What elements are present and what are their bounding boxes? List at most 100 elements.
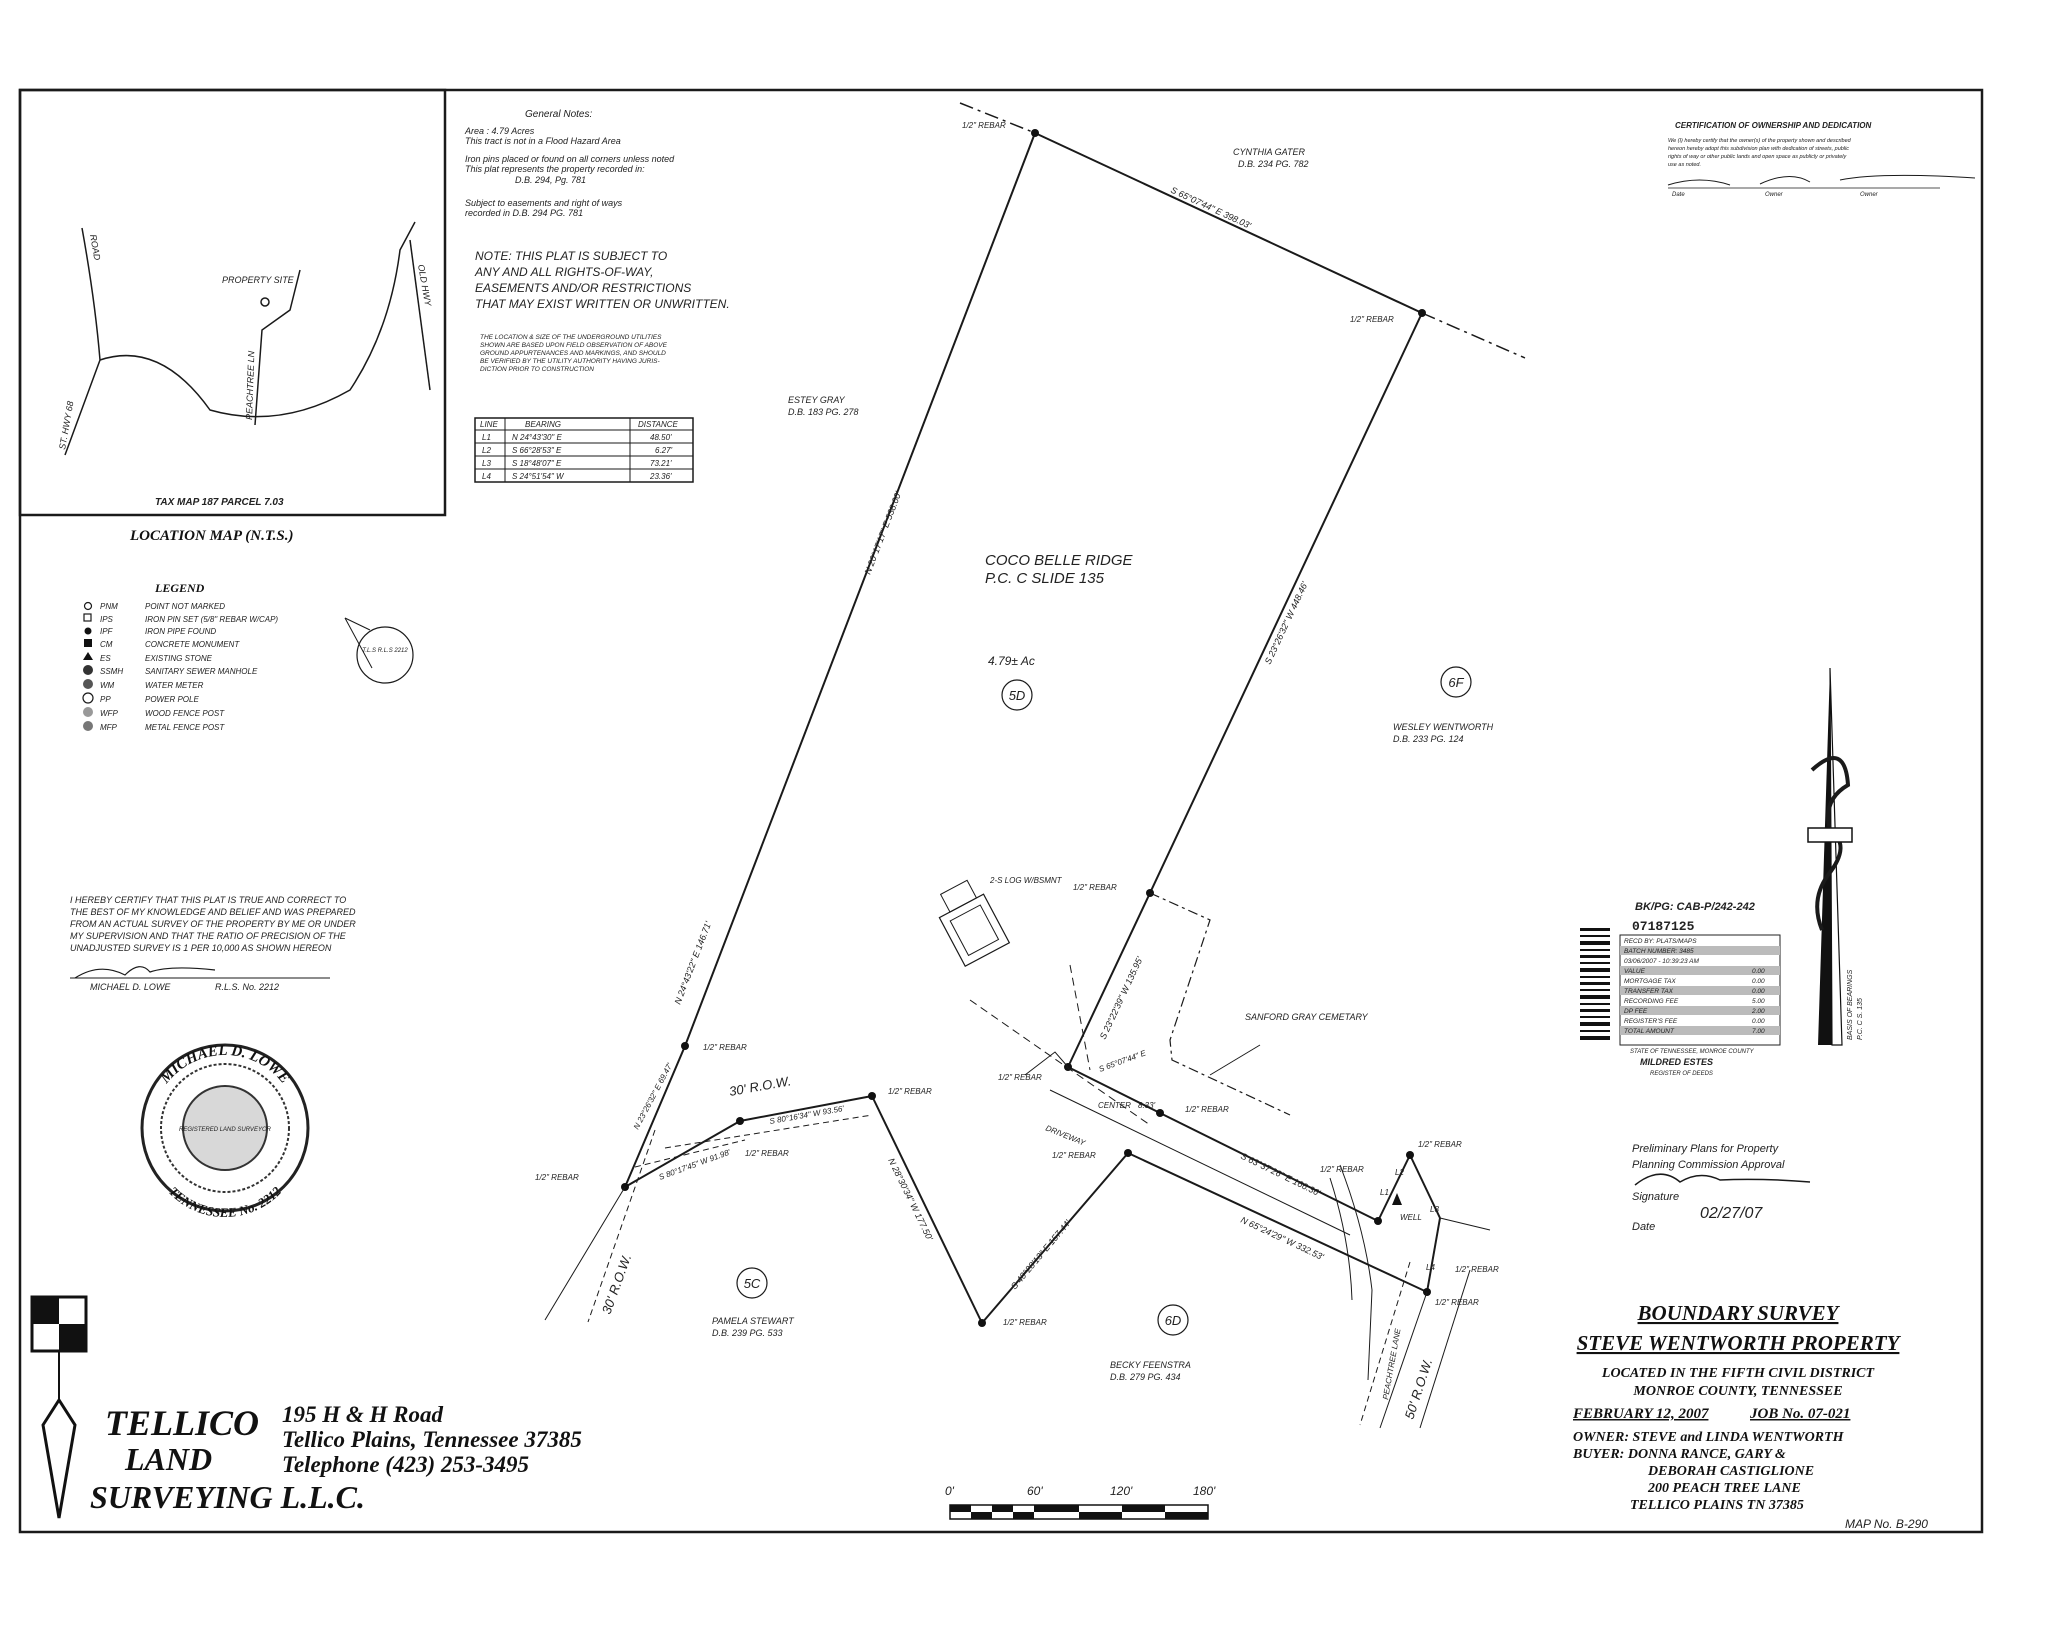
scale-segment <box>1122 1505 1165 1512</box>
rebar-label: 1/2" REBAR <box>1418 1140 1462 1149</box>
notes-line: This tract is not in a Flood Hazard Area <box>465 136 621 146</box>
legend-code: CM <box>100 640 113 649</box>
location-road-peach-label: PEACHTREE LN <box>244 350 256 420</box>
boundary-line-l4 <box>1426 1217 1441 1293</box>
recording-number: 07187125 <box>1632 919 1695 934</box>
scale-segment <box>971 1512 992 1519</box>
recording-row: MORTGAGE TAX <box>1624 978 1676 985</box>
recording-row: RECD BY: PLATS/MAPS <box>1624 938 1697 945</box>
scale-segment <box>992 1505 1013 1512</box>
owner-deed: D.B. 234 PG. 782 <box>1238 159 1309 169</box>
legend-desc: POWER POLE <box>145 695 199 704</box>
planning-line: Preliminary Plans for Property <box>1632 1143 1780 1155</box>
line-table-cell: L4 <box>482 472 491 481</box>
boundary-line-east <box>1149 312 1423 894</box>
legend-code: SSMH <box>100 667 123 676</box>
utility-line: GROUND APPURTENANCES AND MARKINGS, AND S… <box>480 350 666 357</box>
north-arrow: BASIS OF BEARINGS P.C. C S. 135 <box>1807 667 1864 1046</box>
north-arrow-band <box>1807 827 1853 843</box>
seal-outer-ring <box>140 1043 310 1213</box>
recording-row: 03/06/2007 - 10:39:23 AM <box>1624 958 1700 965</box>
boundary-line-l3 <box>1409 1154 1441 1219</box>
peachtree-row-line <box>1419 1269 1471 1429</box>
legend-desc: EXISTING STONE <box>145 654 213 663</box>
rebar-label: 1/2" REBAR <box>1455 1265 1499 1274</box>
map-number: MAP No. B-290 <box>1845 1517 1928 1531</box>
owner-deed: D.B. 279 PG. 434 <box>1110 1372 1181 1382</box>
location-road-left <box>64 227 101 456</box>
road-label: PEACHTREE LANE <box>1381 1327 1402 1400</box>
ipf-symbol-icon <box>84 627 92 635</box>
ownership-line: We (I) hereby certify that the owner(s) … <box>1668 138 1852 144</box>
l-label: L2 <box>1395 1168 1404 1177</box>
recording-amount: 2.00 <box>1751 1008 1765 1015</box>
legend-desc: WATER METER <box>145 681 204 690</box>
legend-code: WM <box>100 681 115 690</box>
cap-leader <box>344 617 373 669</box>
corner-marker <box>1374 1217 1382 1225</box>
barcode-bar <box>1580 995 1610 999</box>
company-name-line: TELLICO <box>105 1403 259 1443</box>
recording-amount: 0.00 <box>1752 978 1765 985</box>
line-table-cell: S 66°28'53" E <box>512 446 562 455</box>
boundary-line-5c <box>871 1095 983 1324</box>
recording-row: TOTAL AMOUNT <box>1624 1028 1675 1035</box>
scale-tick: 60' <box>1027 1484 1043 1498</box>
cap-label: T.L.S R.L.S 2212 <box>362 648 408 654</box>
sheet-border <box>18 88 1984 1534</box>
row-line <box>664 1114 873 1149</box>
buyer-line: BUYER: DONNA RANCE, GARY & <box>1572 1447 1786 1462</box>
lot-circle <box>1001 679 1033 711</box>
utility-line: SHOWN ARE BASED UPON FIELD OBSERVATION O… <box>480 342 668 349</box>
corner-marker <box>1031 129 1039 137</box>
location-road-lower-label: ST. HWY 68 <box>57 400 75 450</box>
notes-line: D.B. 294, Pg. 781 <box>515 175 586 185</box>
legend-title: LEGEND <box>154 581 205 595</box>
planning-approval: Preliminary Plans for Property Planning … <box>1632 1143 1811 1233</box>
ssmh-symbol-icon <box>83 665 93 675</box>
owner-signatures <box>1667 174 1976 186</box>
rebar-label: 1/2" REBAR <box>888 1087 932 1096</box>
owner-deed: D.B. 233 PG. 124 <box>1393 734 1464 744</box>
surveyor-name: MICHAEL D. LOWE <box>90 982 171 992</box>
survey-subtitle: STEVE WENTWORTH PROPERTY <box>1577 1331 1902 1355</box>
barcode-bar <box>1580 1022 1610 1026</box>
recording-row: VALUE <box>1624 968 1646 975</box>
barcode-bar <box>1580 968 1610 972</box>
driveway-label: DRIVEWAY <box>1044 1124 1087 1148</box>
line-table-header: DISTANCE <box>638 420 679 429</box>
line-table-cell: S 24°51'54" W <box>512 472 565 481</box>
barcode-bar <box>1580 976 1610 978</box>
row-line <box>634 1139 746 1168</box>
recording-row-fill <box>1620 946 1780 955</box>
wfp-symbol-icon <box>83 707 93 717</box>
center-dist: 8.33' <box>1138 1101 1156 1110</box>
barcode-bar <box>1580 928 1610 931</box>
job-number: JOB No. 07-021 <box>1749 1406 1850 1422</box>
line-table-cell: L1 <box>482 433 491 442</box>
lot-label: 6D <box>1165 1313 1182 1328</box>
surveyor-seal: MICHAEL D. LOWE TENNESSEE No. 2212 REGIS… <box>140 1043 310 1220</box>
owner-line: OWNER: STEVE and LINDA WENTWORTH <box>1573 1430 1845 1445</box>
company-address-line: 195 H & H Road <box>282 1402 444 1427</box>
property-site-marker <box>260 297 270 307</box>
planning-date-label: Date <box>1632 1221 1655 1233</box>
recording-book: BK/PG: CAB-P/242-242 <box>1635 901 1755 913</box>
notes-heading: General Notes: <box>525 109 592 120</box>
row-line <box>544 1186 626 1321</box>
located-line: MONROE COUNTY, TENNESSEE <box>1632 1384 1842 1399</box>
recording-row-fill <box>1620 1026 1780 1035</box>
seal-text-top: MICHAEL D. LOWE <box>157 1043 293 1087</box>
recording-amount: 0.00 <box>1752 1018 1765 1025</box>
legend-desc: POINT NOT MARKED <box>145 602 225 611</box>
recording-row: DP FEE <box>1624 1008 1648 1015</box>
driveway-line <box>1339 1164 1373 1381</box>
driveway-line <box>1024 1051 1069 1076</box>
scale-segment <box>1013 1512 1034 1519</box>
barcode-bar <box>1580 1009 1610 1012</box>
rebar-label: 1/2" REBAR <box>1350 315 1394 324</box>
cemetery-leader <box>1209 1044 1261 1076</box>
line-table: LINE BEARING DISTANCE L1 N 24°43'30" E 4… <box>474 417 694 483</box>
lot-circle <box>1440 666 1472 698</box>
